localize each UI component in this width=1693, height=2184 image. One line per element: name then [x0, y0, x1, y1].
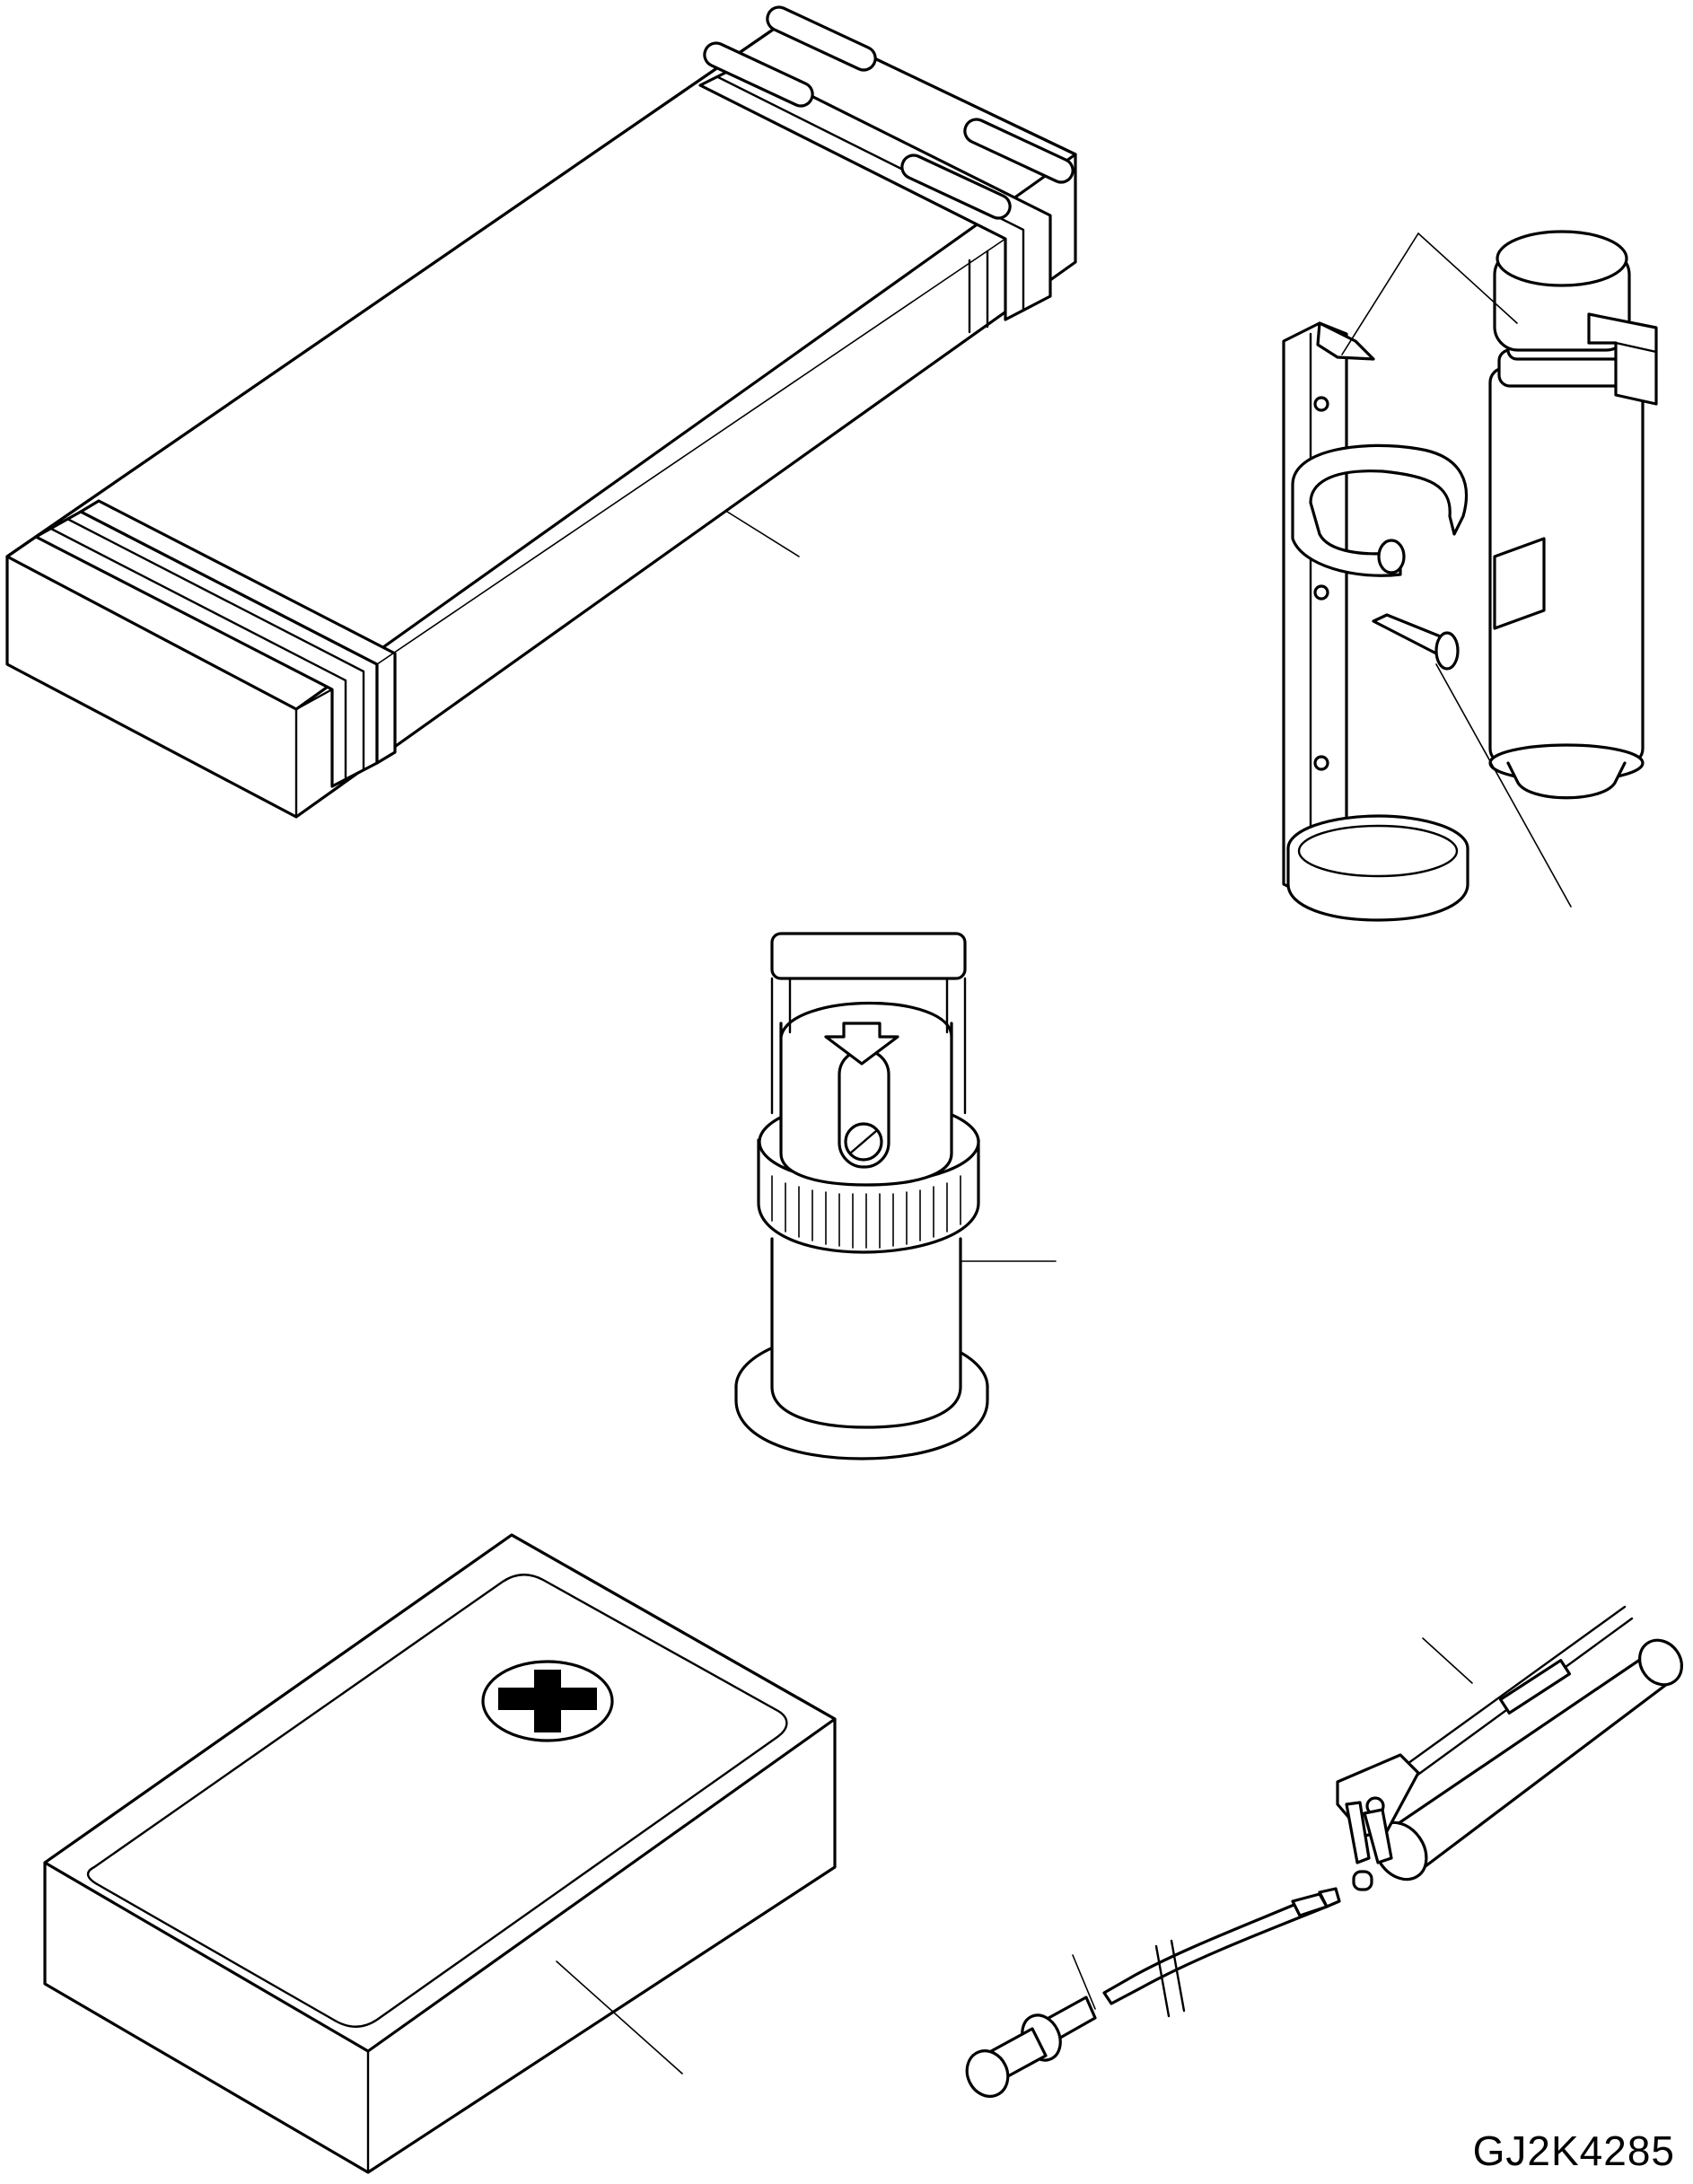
grease-gun — [965, 1605, 1683, 2098]
first-aid-kit — [43, 1533, 837, 2174]
figure-code: GJ2K4285 — [1472, 2127, 1675, 2174]
cigar-lighter — [734, 932, 1057, 1460]
tool-box — [5, 5, 1077, 819]
fire-extinguisher — [1282, 230, 1658, 922]
